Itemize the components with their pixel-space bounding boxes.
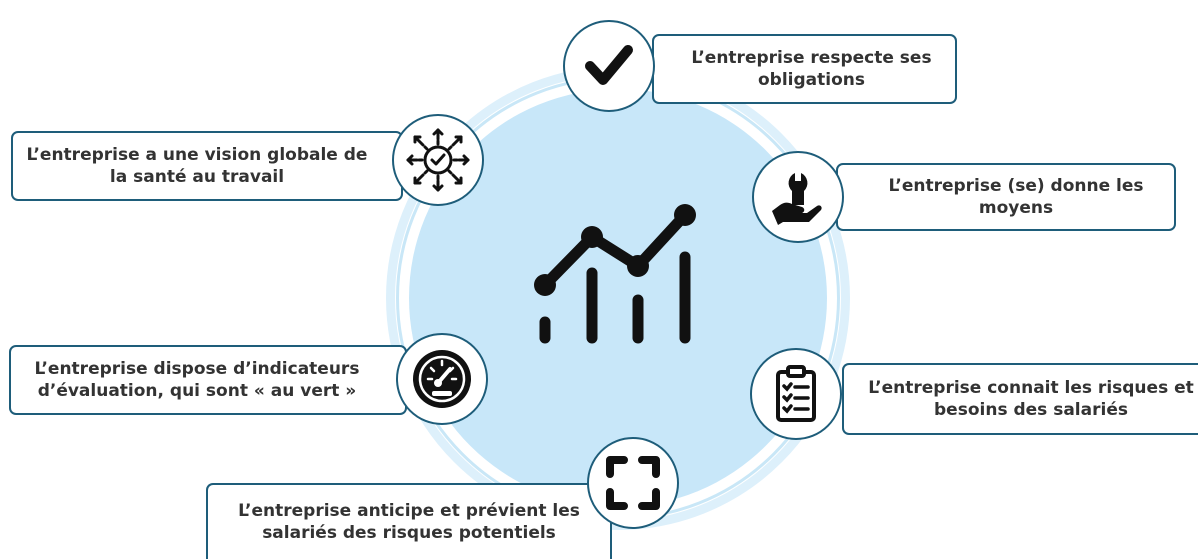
item-indicateurs: L’entreprise dispose d’indicateurs d’éva… (9, 345, 407, 415)
item-risques: L’entreprise connait les risques et beso… (842, 363, 1198, 435)
item-label: L’entreprise dispose d’indicateurs d’éva… (34, 359, 360, 401)
item-anticipe-badge (587, 437, 679, 529)
item-moyens: L’entreprise (se) donne les moyens (836, 163, 1176, 231)
item-label: L’entreprise (se) donne les moyens (888, 176, 1144, 218)
item-indicateurs-badge (396, 333, 488, 425)
item-label: L’entreprise anticipe et prévient les sa… (238, 501, 580, 543)
item-anticipe: L’entreprise anticipe et prévient les sa… (206, 483, 612, 559)
item-vision-badge (392, 114, 484, 206)
item-obligations: L’entreprise respecte ses obligations (652, 34, 957, 104)
item-vision: L’entreprise a une vision globale de la … (11, 131, 403, 201)
hand-wrench-icon (772, 173, 822, 225)
checkmark-icon (585, 45, 633, 85)
gear-arrows-icon (406, 128, 470, 192)
focus-frame-icon (606, 456, 660, 510)
item-obligations-badge (563, 20, 655, 112)
gauge-icon (413, 350, 471, 408)
item-label: L’entreprise connait les risques et beso… (868, 378, 1194, 420)
item-risques-badge (750, 348, 842, 440)
item-label: L’entreprise a une vision globale de la … (26, 145, 368, 187)
item-label: L’entreprise respecte ses obligations (691, 48, 932, 90)
clipboard-checklist-icon (776, 365, 816, 422)
item-moyens-badge (752, 151, 844, 243)
trend-chart-icon (534, 204, 696, 344)
